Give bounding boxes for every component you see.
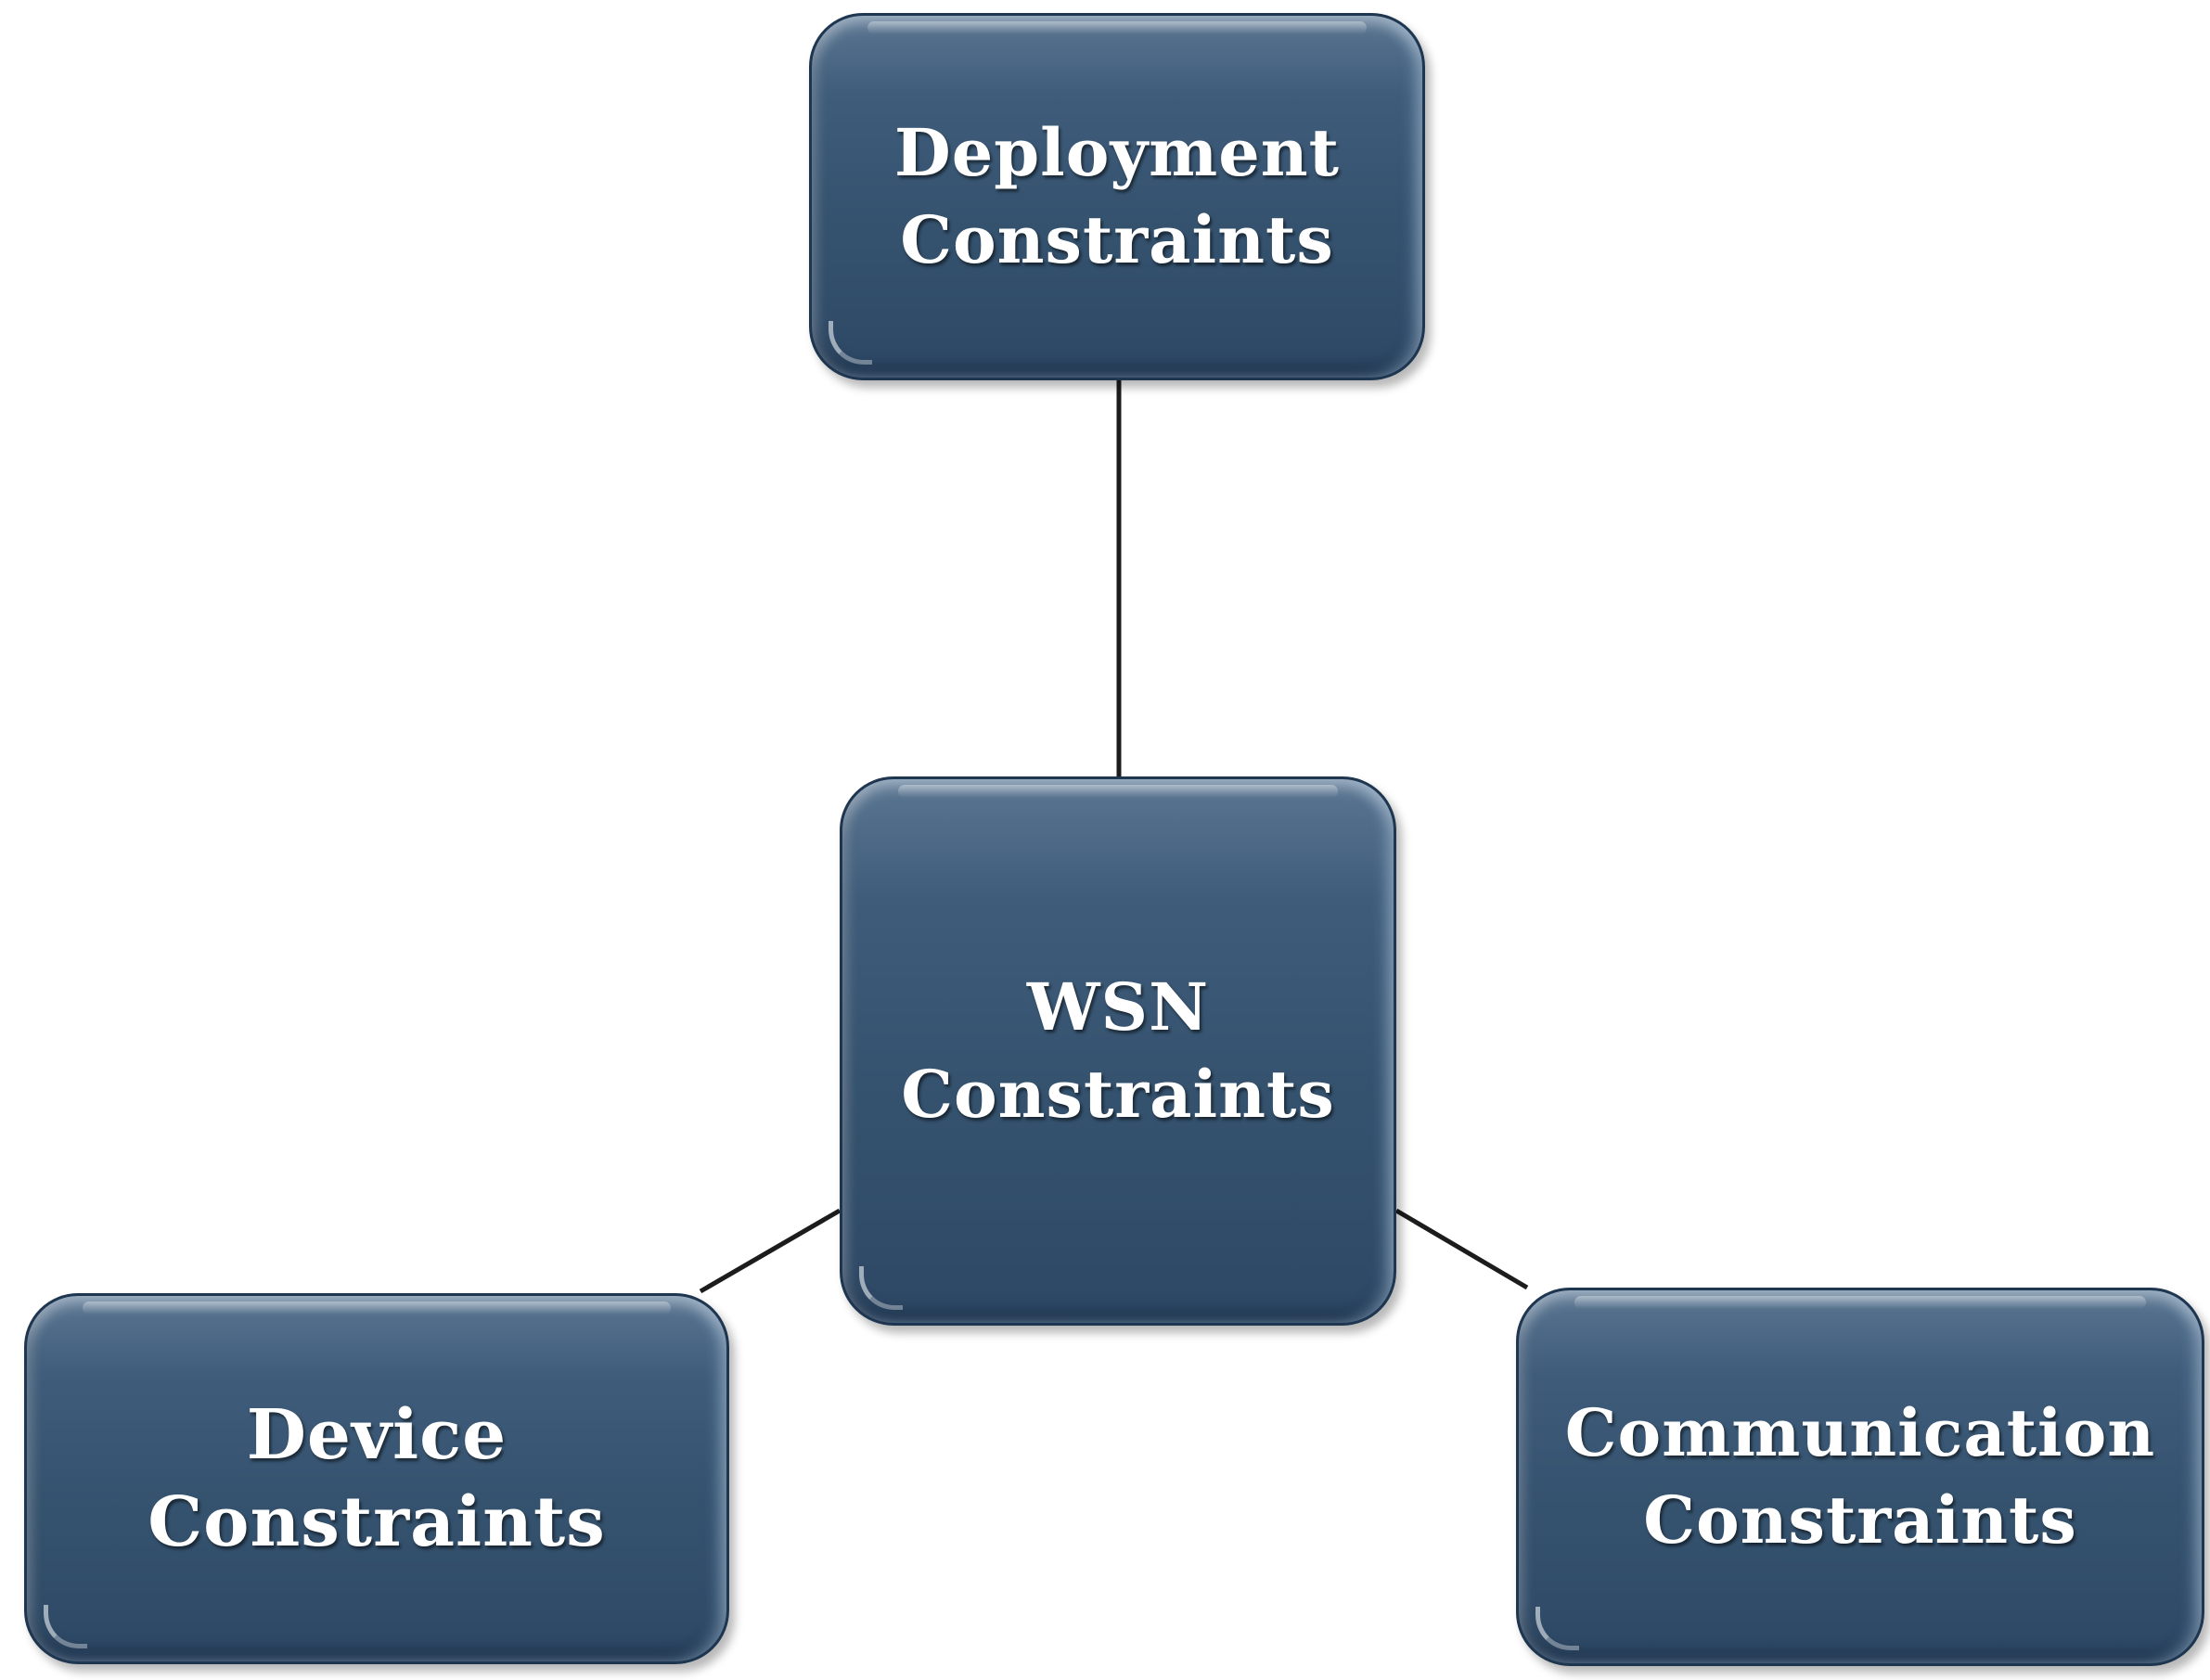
node-deployment-constraints: Deployment Constraints <box>809 13 1425 380</box>
edge-wsn-to-communication <box>1394 1208 1529 1290</box>
node-label-line: Constraints <box>1643 1481 2077 1558</box>
node-communication-constraints: Communication Constraints <box>1516 1288 2204 1666</box>
node-label-line: Constraints <box>900 201 1334 278</box>
node-label-line: Communication <box>1564 1394 2156 1471</box>
node-label: Device Constraints <box>27 1391 726 1566</box>
node-device-constraints: Device Constraints <box>24 1293 729 1664</box>
node-label: Communication Constraints <box>1565 1390 2155 1564</box>
edge-wsn-to-device <box>699 1208 842 1294</box>
node-label-line: Deployment <box>894 114 1340 191</box>
node-label-line: Constraints <box>901 1056 1335 1133</box>
node-label-line: Device Constraints <box>148 1395 606 1562</box>
node-label: WSN Constraints <box>901 964 1335 1138</box>
node-label: Deployment Constraints <box>894 109 1340 284</box>
node-label-line: WSN <box>1026 968 1210 1045</box>
node-wsn-constraints: WSN Constraints <box>840 776 1396 1326</box>
